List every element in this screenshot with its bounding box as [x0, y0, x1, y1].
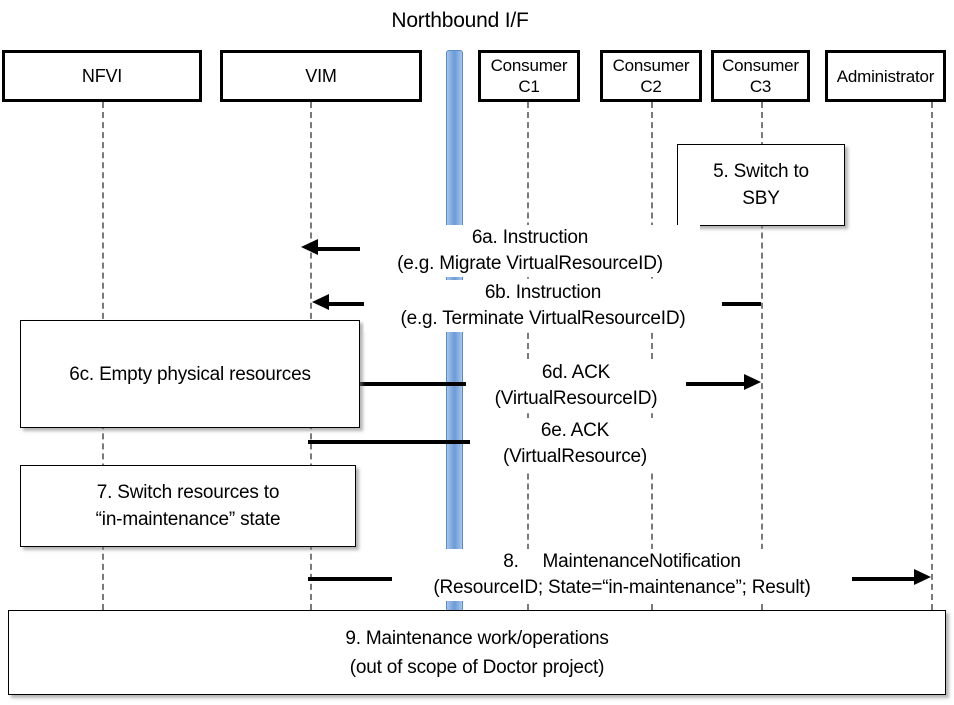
actor-label-consumer-c1: Consumer C1	[490, 56, 568, 96]
note-label-step-5: 5. Switch to SBY	[713, 161, 809, 209]
note-step-6c-empty-physical-resources[interactable]: 6c. Empty physical resources	[20, 320, 360, 428]
note-step-5-switch-to-sby[interactable]: 5. Switch to SBY	[677, 144, 845, 226]
note-step-9-maintenance-work[interactable]: 9. Maintenance work/operations (out of s…	[8, 610, 946, 695]
actor-label-vim: VIM	[305, 66, 337, 86]
message-label-6e-line2: (VirtualResource)	[502, 446, 648, 467]
message-label-6e-line1: 6e. ACK	[540, 420, 610, 441]
message-arrowhead-6a	[301, 239, 318, 255]
message-label-6d-line2: (VirtualResourceID)	[494, 388, 658, 409]
message-arrowhead-8	[914, 569, 931, 585]
message-label-6b-line1: 6b. Instruction	[484, 282, 602, 303]
actor-box-consumer-c1[interactable]: Consumer C1	[478, 50, 580, 102]
message-label-8-line1: 8. MaintenanceNotification	[503, 551, 741, 572]
message-label-6e: 6e. ACK (VirtualResource)	[470, 418, 680, 470]
message-label-6a: 6a. Instruction (e.g. Migrate VirtualRes…	[360, 225, 700, 277]
note-label-step-7: 7. Switch resources to “in-maintenance” …	[95, 482, 281, 530]
actor-box-vim[interactable]: VIM	[220, 50, 422, 102]
note-step-7-switch-resources[interactable]: 7. Switch resources to “in-maintenance” …	[20, 465, 356, 547]
actor-label-consumer-c2: Consumer C2	[612, 56, 690, 96]
message-arrowhead-6d	[744, 374, 761, 390]
message-label-6d: 6d. ACK (VirtualResourceID)	[466, 360, 686, 412]
actor-label-administrator: Administrator	[836, 66, 935, 86]
message-label-6b-line2: (e.g. Terminate VirtualResourceID)	[400, 308, 686, 329]
message-label-8: 8. MaintenanceNotification (ResourceID; …	[392, 549, 852, 601]
message-label-6a-line1: 6a. Instruction	[471, 227, 589, 248]
message-label-6b: 6b. Instruction (e.g. Terminate VirtualR…	[364, 280, 722, 332]
actor-label-consumer-c3: Consumer C3	[722, 56, 799, 96]
message-label-6d-line1: 6d. ACK	[541, 362, 611, 383]
actor-label-nfvi: NFVI	[81, 66, 123, 86]
lifeline-c2	[651, 102, 653, 610]
page-title: Northbound I/F	[391, 9, 529, 32]
message-arrowhead-6b	[312, 294, 329, 310]
actor-box-nfvi[interactable]: NFVI	[2, 50, 202, 102]
actor-box-consumer-c2[interactable]: Consumer C2	[600, 50, 702, 102]
actor-box-administrator[interactable]: Administrator	[825, 50, 946, 102]
note-label-step-6c: 6c. Empty physical resources	[69, 363, 311, 385]
lifeline-c3	[761, 102, 763, 610]
message-label-8-line2: (ResourceID; State=“in-maintenance”; Res…	[433, 577, 811, 598]
actor-box-consumer-c3[interactable]: Consumer C3	[711, 50, 810, 102]
lifeline-administrator	[931, 102, 933, 610]
message-label-6a-line2: (e.g. Migrate VirtualResourceID)	[397, 253, 663, 274]
note-label-step-9: 9. Maintenance work/operations (out of s…	[345, 627, 609, 678]
lifeline-c1	[527, 102, 529, 610]
